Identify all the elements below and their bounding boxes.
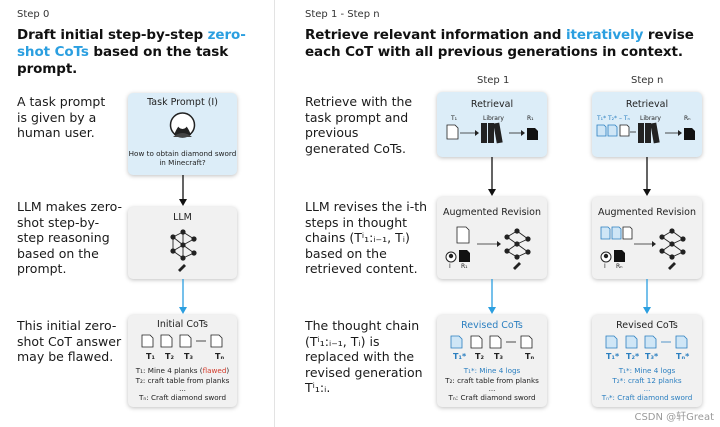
r1-label: R₁ <box>527 115 534 122</box>
llm-box: LLM <box>128 207 237 279</box>
cot-token-n: Tₙ <box>215 352 225 361</box>
desc-task-prompt: A task prompt is given by a human user. <box>17 94 106 140</box>
rev1-token-2: T₂ <box>475 352 484 361</box>
step0-label: Step 0 <box>17 9 50 20</box>
left-heading: Draft initial step-by-step zero-shot CoT… <box>17 27 246 77</box>
library-icon-1 <box>446 122 538 144</box>
rev1-token-n: Tₙ <box>525 352 535 361</box>
panel-divider <box>274 0 275 427</box>
r1-label-aug: R₁ <box>461 263 468 270</box>
library-icon-n <box>596 122 695 144</box>
retrieval-title-1: Retrieval <box>470 99 514 110</box>
col-step1-label: Step 1 <box>477 75 510 86</box>
revn-line-3: Tₙ*: Craft diamond sword <box>601 393 693 402</box>
llm-title: LLM <box>173 212 192 223</box>
tn-seq-label: T₁* T₂* – Tₙ <box>597 115 630 122</box>
aug-revision-box-step1: Augmented Revision I R₁ <box>437 197 547 279</box>
i-label-1: I <box>449 263 451 270</box>
cot-token-2: T₂ <box>165 352 174 361</box>
right-heading: Retrieve relevant information and iterat… <box>305 27 694 60</box>
desc-initial-cot: This initial zero-shot CoT answer may be… <box>17 318 122 364</box>
rev1-line-1: T₁*: Mine 4 logs <box>463 366 521 375</box>
desc-llm: LLM makes zero-shot step-by-step reasoni… <box>17 199 122 276</box>
desc-retrieve: Retrieve with the task prompt and previo… <box>305 94 413 156</box>
revised-cots-box-step1: Revised CoTs T₁* T₂ T₃ Tₙ T₁*: Mine 4 lo… <box>437 315 547 407</box>
rev1-dots: ... <box>488 384 496 393</box>
user-avatar-icon <box>169 112 196 138</box>
cot-token-3: T₃ <box>184 352 193 361</box>
arrow-down-rnb <box>643 279 651 314</box>
arrow-down-r1b <box>488 279 496 314</box>
revn-token-2: T₂* <box>626 352 640 361</box>
revised-doc-icons-n <box>605 335 688 349</box>
task-prompt-title: Task Prompt (I) <box>147 97 218 108</box>
aug-title-1: Augmented Revision <box>443 207 541 218</box>
i-label-n: I <box>604 263 606 270</box>
revised-doc-icons-1 <box>450 335 533 349</box>
rev1-line-3: Tₙ: Craft diamond sword <box>448 393 536 402</box>
library-label-n: Library <box>640 115 661 122</box>
revision-icons-n <box>600 226 686 270</box>
cot-token-1: T₁ <box>146 352 155 361</box>
document-icons <box>141 334 223 348</box>
revn-line-1: T₁*: Mine 4 logs <box>618 366 676 375</box>
neural-network-icon <box>170 229 197 272</box>
task-question: How to obtain diamond sword in Minecraft… <box>128 149 237 167</box>
desc-revise: LLM revises the i-th steps in thought ch… <box>305 199 428 276</box>
arrow-down-1 <box>179 175 187 206</box>
revn-token-1: T₁* <box>606 352 620 361</box>
revn-token-n: Tₙ* <box>676 352 690 361</box>
rev1-token-3: T₃ <box>494 352 503 361</box>
arrow-down-2 <box>179 279 187 314</box>
desc-replace: The thought chain (Tⁱ₁:ᵢ₋₁, Tᵢ) is repla… <box>305 318 423 395</box>
rev1-token-1: T₁* <box>453 352 467 361</box>
retrieval-box-step1: Retrieval T₁ Library R₁ <box>437 92 547 157</box>
retrieval-box-stepn: Retrieval T₁* T₂* – Tₙ Library Rₙ <box>592 92 702 157</box>
revn-line-2: T₂*: craft 12 planks <box>612 376 682 385</box>
arrow-down-rna <box>643 157 651 196</box>
arrow-down-r1a <box>488 157 496 196</box>
cot-dots: ... <box>179 384 186 393</box>
retrieval-title-n: Retrieval <box>625 99 669 110</box>
aug-revision-box-stepn: Augmented Revision I Rₙ <box>592 197 702 279</box>
aug-title-n: Augmented Revision <box>598 207 696 218</box>
revised-title-1: Revised CoTs <box>461 320 523 331</box>
t1-label: T₁ <box>451 115 458 122</box>
step1n-label: Step 1 - Step n <box>305 9 380 20</box>
col-stepn-label: Step n <box>631 75 664 86</box>
watermark: CSDN @轩Great <box>634 412 714 423</box>
rn-label: Rₙ <box>684 115 691 122</box>
initial-cots-title: Initial CoTs <box>157 319 208 330</box>
cot-line-3: Tₙ: Craft diamond sword <box>138 393 227 402</box>
revision-icons-1 <box>445 226 531 270</box>
initial-cots-box: Initial CoTs T₁ T₂ T₃ Tₙ T₁: Mine 4 plan… <box>128 315 237 407</box>
revised-cots-box-stepn: Revised CoTs T₁* T₂* T₃* Tₙ* T₁*: Mine 4… <box>592 315 702 407</box>
rev1-line-2: T₂: craft table from planks <box>445 376 539 385</box>
rn-label-aug: Rₙ <box>616 263 623 270</box>
revn-token-3: T₃* <box>645 352 659 361</box>
cot-line-1: T₁: Mine 4 planks (flawed) <box>135 366 230 375</box>
revn-dots: ... <box>643 384 651 393</box>
task-prompt-box: Task Prompt (I) How to obtain diamond sw… <box>128 93 237 175</box>
library-label-1: Library <box>483 115 504 122</box>
revised-title-n: Revised CoTs <box>616 320 678 331</box>
cot-line-2: T₂: craft table from planks <box>135 376 230 385</box>
